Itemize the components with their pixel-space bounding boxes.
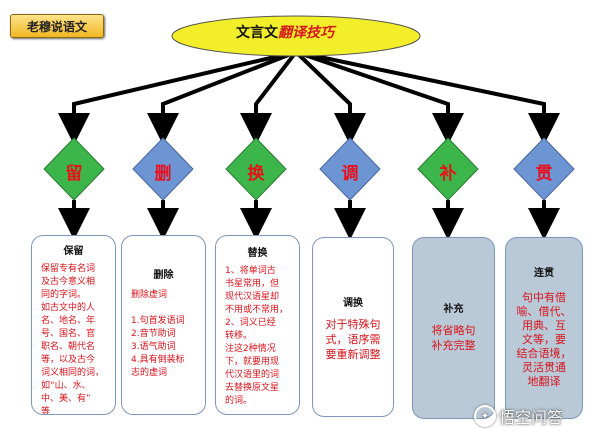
diagram-title: 文言文翻译技巧 [236, 25, 334, 41]
box-coherence-body: 句中有借喻、借代、用典、互文等，要结合语境，灵活贯通地翻译 [516, 291, 572, 388]
box-replace-body: 1、将单词古书星常用，但现代汉语星却不用或不常用，2、词义已经转移。注这2种情况… [225, 266, 289, 406]
box-supplement-body: 将省略句补充完整 [431, 324, 476, 352]
diamond-bu [417, 137, 479, 201]
box-preserve: 保留 保留专有名词及古今意义相同的字词。如古文中的人名、地名、年号、国名、官职名… [31, 235, 116, 415]
diamond-guan [513, 137, 575, 201]
wukong-logo-icon: ✦ [474, 405, 496, 427]
watermark: ✦ 悟空问答 [474, 404, 563, 428]
watermark-text: 悟空问答 [499, 408, 564, 427]
arrow-bu [295, 50, 464, 145]
diamond-liu [43, 137, 105, 201]
box-replace-title: 替换 [247, 248, 268, 259]
diamond-huan [225, 137, 287, 201]
arrow-guan [295, 50, 560, 145]
method-label-shan: 删 [154, 164, 172, 184]
author-badge: 老穆说语文 [10, 14, 104, 38]
box-coherence: 连贯 句中有借喻、借代、用典、互文等，要结合语境，灵活贯通地翻译 [505, 237, 583, 419]
box-delete-title: 删除 [153, 270, 174, 281]
box-coherence-title: 连贯 [534, 268, 554, 279]
method-label-guan: 贯 [535, 164, 553, 184]
box-reorder: 调换 对于特殊句式，语序需要重新调整 [312, 237, 394, 417]
box-supplement-title: 补充 [443, 304, 464, 315]
arrow-shan [147, 50, 297, 145]
arrow-huan [240, 50, 298, 145]
arrow-liu [58, 50, 297, 145]
title-ellipse [171, 15, 421, 57]
diamond-diao [319, 137, 381, 201]
box-preserve-title: 保留 [63, 246, 84, 257]
box-reorder-title: 调换 [343, 298, 363, 309]
method-label-huan: 换 [247, 164, 265, 184]
method-label-bu: 补 [439, 164, 457, 184]
box-reorder-body: 对于特殊句式，语序需要重新调整 [325, 318, 381, 361]
box-supplement: 补充 将省略句补充完整 [412, 237, 495, 419]
box-replace: 替换 1、将单词古书星常用，但现代汉语星却不用或不常用，2、词义已经转移。注这2… [215, 235, 300, 415]
arrow-diao [294, 50, 366, 145]
method-label-diao: 调 [341, 164, 359, 184]
diamond-shan [132, 137, 194, 201]
method-label-liu: 留 [65, 164, 83, 184]
box-preserve-body: 保留专有名词及古今意义相同的字词。如古文中的人名、地名、年号、国名、官职名、朝代… [41, 264, 105, 415]
